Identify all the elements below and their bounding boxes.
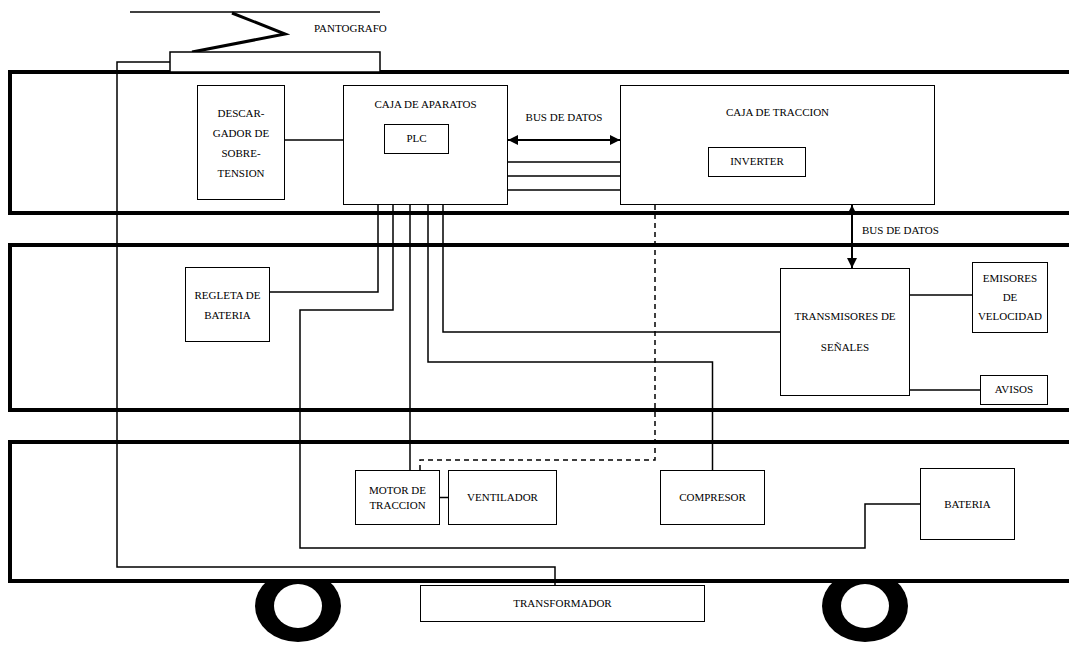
wire [285,139,343,141]
equipment-box: AVISOS [980,375,1048,405]
equipment-box: MOTOR DE TRACCION [355,470,440,525]
box-label: EMISORES DE VELOCIDAD [977,269,1043,326]
pantograph-arm [192,13,285,52]
equipment-box: VENTILADOR [448,470,557,525]
car-level [10,72,1069,213]
equipment-box: TRANSFORMADOR [420,585,705,622]
box-label: VENTILADOR [467,491,538,505]
box-label: TRANSMISORES DE SEÑALES [785,301,905,363]
box-label: REGLETA DE BATERIA [190,285,265,325]
box-label: CAJA DE TRACCION [726,106,829,120]
wire [270,205,378,292]
equipment-box: EMISORES DE VELOCIDAD [972,262,1048,333]
box-label: INVERTER [730,155,784,169]
wire [440,497,448,499]
catenary-wire [130,11,380,13]
wire [443,205,780,332]
wire [508,161,620,163]
equipment-box: REGLETA DE BATERIA [185,267,270,342]
equipment-box: DESCAR- GADOR DE SOBRE- TENSION [197,85,285,200]
box-label: AVISOS [995,383,1033,397]
box-label: BATERIA [944,496,990,512]
equipment-box: BATERIA [920,468,1015,540]
equipment-box: CAJA DE APARATOS PLC [343,85,508,205]
part-name: PANTOGRAFO [312,22,389,35]
component-box: INVERTER [708,147,806,177]
wire [910,294,972,296]
box-label: TRANSFORMADOR [513,597,611,611]
car-level [10,245,1069,410]
wire [420,205,655,470]
bus-label: BUS DE DATOS [860,224,941,237]
box-label: COMPRESOR [679,491,746,505]
component-box: PLC [384,124,449,154]
wire [508,189,620,191]
data-bus [851,205,853,268]
equipment-box: COMPRESOR [660,470,765,525]
car-level [10,442,1069,581]
wire [910,389,980,391]
data-bus [508,139,620,141]
wire [300,205,920,548]
bus-label: BUS DE DATOS [524,111,605,124]
equipment-box: CAJA DE TRACCION INVERTER [620,85,935,205]
equipment-box: TRANSMISORES DE SEÑALES [780,268,910,396]
box-label: MOTOR DE TRACCION [360,483,435,513]
box-label: PLC [406,132,426,146]
box-label: DESCAR- GADOR DE SOBRE- TENSION [202,103,280,183]
wire [428,205,713,470]
wire [508,175,620,177]
pantograph-base [170,52,380,72]
wire [409,205,411,470]
box-label: CAJA DE APARATOS [374,98,476,112]
